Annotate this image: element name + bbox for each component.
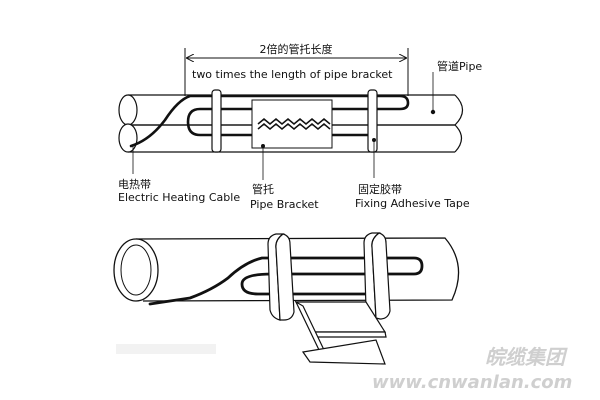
label-cable-en: Electric Heating Cable (118, 191, 240, 204)
label-tape-cn: 固定胶带 (358, 182, 402, 196)
dimension-label-en: two times the length of pipe bracket (192, 68, 393, 81)
label-pipe: 管道Pipe (437, 59, 482, 73)
label-bracket-en: Pipe Bracket (250, 198, 319, 211)
bottom-diagram (113, 232, 460, 365)
fixing-tape-right-top (367, 89, 378, 153)
fixing-tape-right-bottom (363, 232, 391, 320)
label-tape-en: Fixing Adhesive Tape (355, 197, 470, 210)
label-cable-cn: 电热带 (118, 178, 151, 191)
dimension-label-cn: 2倍的管托长度 (260, 42, 333, 56)
watermark-brand: 皖缆集团 (485, 345, 568, 369)
heating-cable-bottom (148, 256, 424, 306)
bottom-grey-strip (116, 344, 216, 354)
pipe-bracket-top (251, 99, 333, 149)
fixing-tape-left-bottom (267, 233, 295, 321)
pipe-3d (113, 237, 460, 302)
pipe-bracket-bottom (294, 300, 387, 365)
fixing-tape-left-top (211, 89, 222, 153)
heating-cable-top (129, 94, 410, 148)
label-bracket-cn: 管托 (252, 182, 274, 196)
watermark-url: www.cnwanlan.com (372, 372, 572, 393)
top-diagram: 2倍的管托长度 two times the length of pipe bra… (118, 42, 482, 211)
